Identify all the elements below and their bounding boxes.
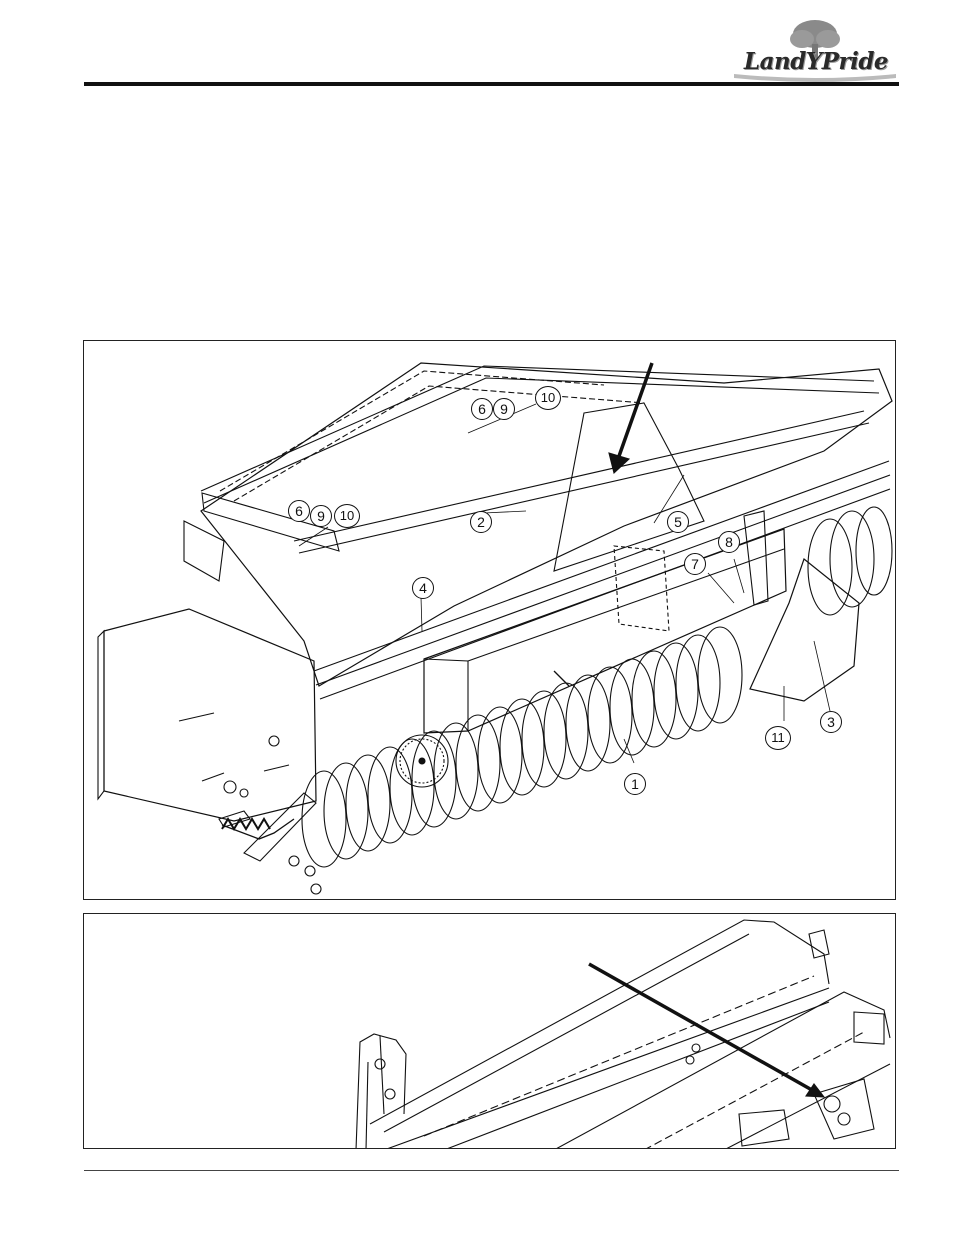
callout-6-upper: 6: [471, 398, 493, 420]
footer-rule: [84, 1170, 899, 1171]
callout-8: 8: [718, 531, 740, 553]
callout-6-left: 6: [288, 500, 310, 522]
figure-bottom: [83, 913, 896, 1149]
header-rule: [84, 82, 899, 86]
callout-3: 3: [820, 711, 842, 733]
callout-10-left: 10: [334, 504, 360, 528]
callout-7: 7: [684, 553, 706, 575]
callout-2: 2: [470, 511, 492, 533]
callout-9-upper: 9: [493, 398, 515, 420]
callout-10-upper: 10: [535, 386, 561, 410]
callout-4: 4: [412, 577, 434, 599]
callout-11: 11: [765, 726, 791, 750]
figure-top: 6 9 10 6 9 10 2 5 4 7 8 1 11 3: [83, 340, 896, 900]
logo-wordmark: LandYPride: [734, 48, 898, 75]
callout-9-left: 9: [310, 505, 332, 527]
drill-assembly-drawing: [84, 341, 896, 900]
callout-5: 5: [667, 511, 689, 533]
land-pride-logo: LandYPride: [728, 12, 902, 82]
callout-1: 1: [624, 773, 646, 795]
drill-rear-view-drawing: [84, 914, 896, 1149]
